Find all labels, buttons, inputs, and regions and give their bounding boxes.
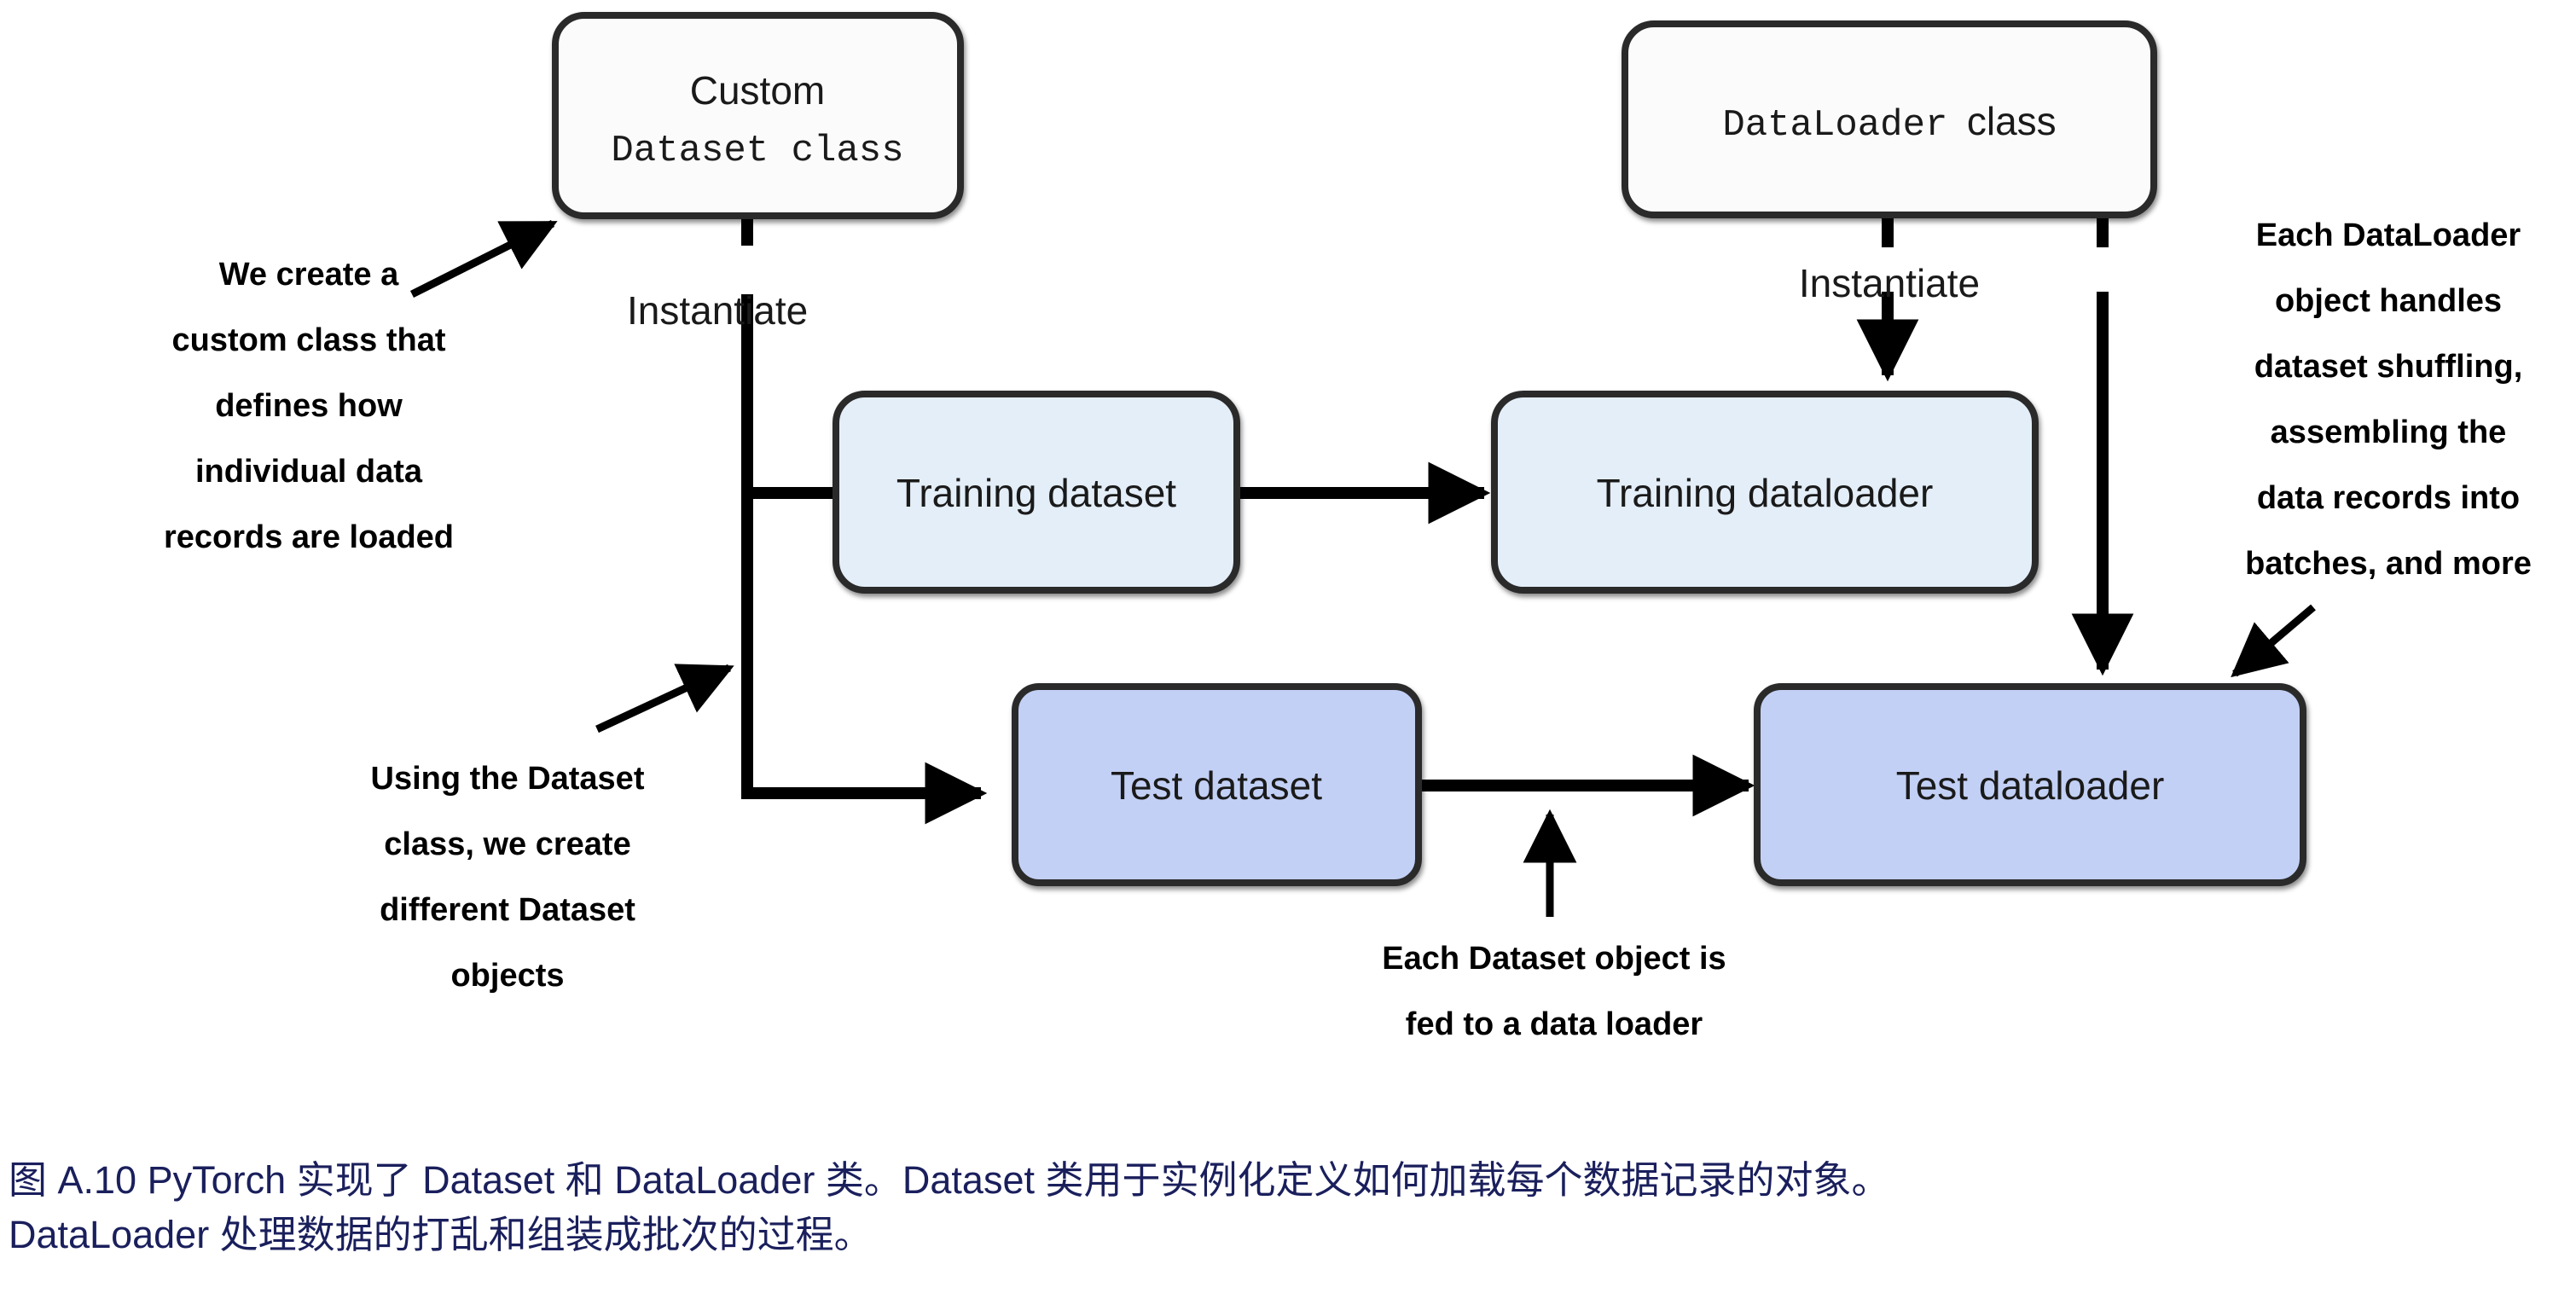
annotation-right-line-5: batches, and more — [2245, 546, 2532, 582]
annotation-left-top-line-4: records are loaded — [164, 519, 454, 555]
annotation-bottom-center: Each Dataset object is fed to a data loa… — [1382, 941, 1726, 1042]
annotation-right-line-3: assembling the — [2271, 415, 2507, 450]
box-custom-dataset-class[interactable]: Custom Dataset class — [552, 12, 964, 219]
figure-caption-line-1: 图 A.10 PyTorch 实现了 Dataset 和 DataLoader … — [9, 1158, 1890, 1202]
annotation-bottom-center-line-1: fed to a data loader — [1406, 1006, 1703, 1042]
annotation-left-top-line-3: individual data — [195, 454, 423, 490]
annotation-arrow-left-bottom — [595, 664, 734, 733]
figure-caption: 图 A.10 PyTorch 实现了 Dataset 和 DataLoader … — [9, 1153, 2559, 1262]
annotation-arrow-left-top — [409, 219, 558, 299]
box-dataloader-class[interactable]: DataLoader class — [1622, 20, 2157, 218]
edge-label-instantiate-left: Instantiate — [627, 288, 808, 333]
dataloader-class-label: DataLoader class — [1722, 99, 2056, 147]
figure-caption-line-2: DataLoader 处理数据的打乱和组装成批次的过程。 — [9, 1213, 873, 1256]
annotation-left-top-line-1: custom class that — [172, 322, 446, 358]
box-test-dataloader[interactable]: Test dataloader — [1754, 683, 2306, 886]
annotation-left-bottom: Using the Dataset class, we create diffe… — [371, 761, 645, 994]
annotation-arrow-right — [2231, 604, 2316, 678]
annotation-left-bottom-line-1: class, we create — [384, 826, 630, 862]
annotation-right: Each DataLoader object handles dataset s… — [2245, 217, 2532, 582]
annotation-left-top-line-0: We create a — [219, 257, 399, 293]
dataloader-class-plain: class — [1967, 99, 2057, 143]
training-dataloader-label: Training dataloader — [1597, 471, 1934, 515]
annotation-right-line-2: dataset shuffling, — [2254, 349, 2523, 385]
test-dataset-label: Test dataset — [1111, 763, 1322, 808]
annotation-left-bottom-line-3: objects — [450, 958, 564, 994]
dataset-dataloader-diagram: Custom Dataset class DataLoader class Tr… — [164, 12, 2532, 1042]
annotation-left-bottom-line-2: different Dataset — [380, 892, 635, 928]
annotation-left-top-line-2: defines how — [215, 388, 403, 424]
annotation-left-bottom-line-0: Using the Dataset — [371, 761, 645, 797]
annotation-right-line-1: object handles — [2275, 283, 2502, 319]
annotation-right-line-4: data records into — [2257, 480, 2520, 516]
custom-dataset-class-line2: Dataset class — [611, 130, 903, 172]
custom-dataset-class-line1: Custom — [690, 68, 825, 113]
training-dataset-label: Training dataset — [896, 471, 1176, 515]
edge-label-instantiate-right: Instantiate — [1799, 261, 1980, 305]
annotation-left-top: We create a custom class that defines ho… — [164, 257, 454, 555]
annotation-bottom-center-line-0: Each Dataset object is — [1382, 941, 1726, 977]
box-test-dataset[interactable]: Test dataset — [1012, 683, 1422, 886]
box-training-dataloader[interactable]: Training dataloader — [1491, 391, 2039, 594]
box-training-dataset[interactable]: Training dataset — [833, 391, 1240, 594]
dataloader-class-mono: DataLoader — [1722, 104, 1947, 147]
annotation-right-line-0: Each DataLoader — [2256, 217, 2521, 253]
test-dataloader-label: Test dataloader — [1896, 763, 2165, 808]
